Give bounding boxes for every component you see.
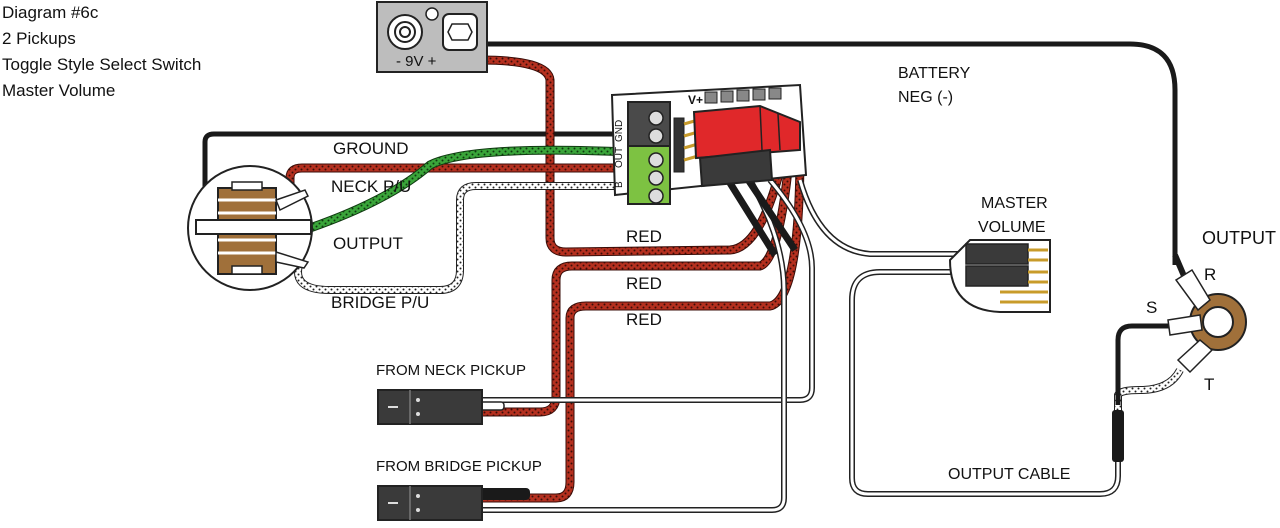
diagram-header: Diagram #6c 2 Pickups Toggle Style Selec… [2,3,201,100]
red-label-2: RED [626,274,662,293]
switch-lever [195,219,312,235]
volume-wire-1-outline [797,179,970,257]
pot-connector-bottom [965,265,1029,287]
jack-tip-lug [1176,339,1214,374]
red-label-1: RED [626,227,662,246]
board-pin-header [673,117,685,173]
neck-ground-wire [480,179,814,402]
master-volume-pot [948,239,1051,313]
jack-sleeve-lug [1167,314,1203,336]
battery-neg-label-line2: NEG (-) [898,89,953,106]
master-volume-label-line1: MASTER [981,195,1048,212]
output-cable-braid [1115,368,1183,430]
battery-neg-label-line1: BATTERY [898,65,971,82]
black-connector [698,148,774,188]
red-connector [692,104,801,160]
battery-voltage-label: - 9V + [396,53,437,70]
volume-wire-1 [798,179,970,256]
neck-pickup-connector [377,389,483,425]
pickup-count: 2 Pickups [2,29,76,48]
pot-connector-top [965,243,1029,265]
output-wire [308,146,629,232]
board-b-label: B [614,181,625,188]
board-gnd-label: GND [614,120,625,142]
jack-ring-lug [1174,268,1211,312]
board-out-label: OUT [614,147,625,168]
jack-sleeve-lead [1115,323,1170,405]
neck-pu-wire [286,164,628,215]
ground-label: GROUND [333,139,409,158]
output-jack [1167,268,1247,374]
diagram-number: Diagram #6c [2,3,99,22]
red-label-3: RED [626,310,662,329]
jack-sleeve-label: S [1146,298,1157,317]
output-cable-heatshrink [1112,410,1124,462]
jack-output-label: OUTPUT [1202,228,1276,248]
output-label: OUTPUT [333,234,403,253]
bridge-pickup-connector [377,485,483,521]
toggle-switch [187,165,313,291]
terminal-block-grey [627,101,671,147]
neck-pu-label: NECK P/U [331,177,411,196]
jack-socket [1202,306,1234,338]
volume-config: Master Volume [2,81,115,100]
board-vplus-label: V+ [688,93,703,107]
board-black-lead-2 [742,173,798,252]
jack-ring-label: R [1204,265,1216,284]
board-black-lead-1 [722,173,778,257]
bridge-heatshrink [470,488,530,500]
ground-wire [202,131,628,225]
switch-lug-bottom [275,250,310,269]
output-cable-label: OUTPUT CABLE [948,466,1070,483]
battery-indicator [425,7,439,21]
bridge-pickup-label: FROM BRIDGE PICKUP [376,458,542,475]
bridge-pu-wire [295,183,628,293]
master-volume-label-line2: VOLUME [978,219,1046,236]
preamp-board: V+ GND OUT B [610,83,808,205]
battery-negative-wire [488,41,1178,265]
switch-style: Toggle Style Select Switch [2,55,201,74]
battery-clip: - 9V + [376,1,488,73]
bridge-pu-label: BRIDGE P/U [331,293,429,312]
neck-pickup-label: FROM NECK PICKUP [376,362,526,379]
output-cable [850,270,1120,496]
switch-lug-top [275,189,310,212]
jack-tip-label: T [1204,375,1214,394]
